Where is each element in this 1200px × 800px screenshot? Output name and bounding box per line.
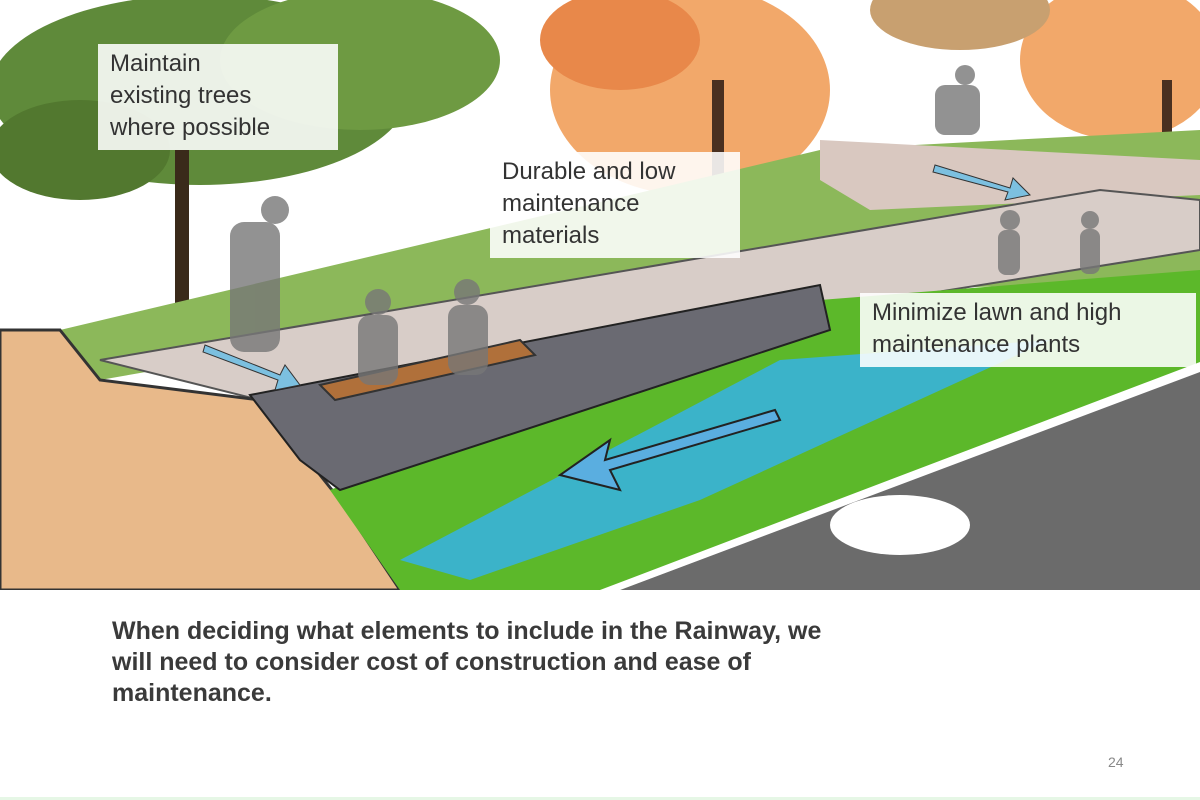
gabion-wall	[248, 283, 832, 492]
flow-arrow-icon	[932, 164, 1032, 201]
callout-durable-materials: Durable and low maintenance materials	[490, 152, 740, 258]
bottom-divider	[0, 797, 1200, 800]
flow-arrow-icon	[557, 408, 782, 492]
flow-arrow-icon	[202, 344, 301, 391]
bike-lane-marking	[830, 495, 970, 555]
slide-caption: When deciding what elements to include i…	[112, 617, 822, 707]
swale-water	[400, 340, 1050, 580]
callout-maintain-trees: Maintain existing trees where possible	[98, 44, 338, 150]
callout-minimize-lawn: Minimize lawn and high maintenance plant…	[860, 293, 1196, 367]
people-silhouettes	[230, 65, 1100, 385]
page-number: 24	[1108, 754, 1124, 770]
rainway-illustration	[0, 0, 1200, 590]
